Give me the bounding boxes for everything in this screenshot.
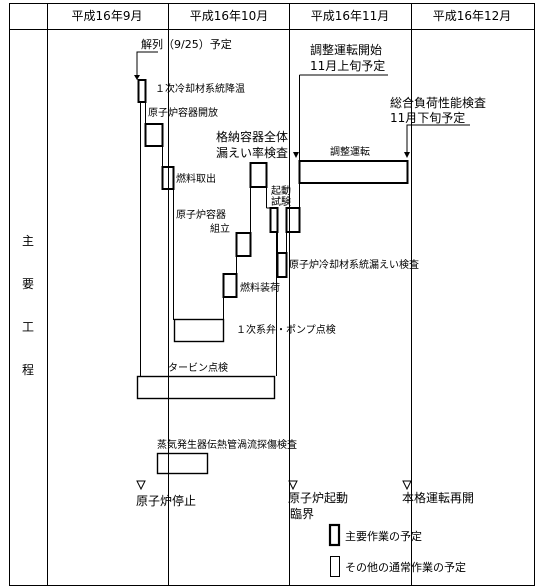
milestone-reactor-start-label-2: 臨界 (290, 507, 314, 521)
label-fuel-loading: 燃料装荷 (240, 281, 280, 294)
label-startup-test-1: 起動 (271, 184, 291, 197)
row-label-char-1: 主 (22, 234, 34, 248)
milestone-reactor-stop-icon (136, 480, 146, 491)
label-pump-check: １次系弁・ポンプ点検 (236, 323, 336, 336)
legend-main-swatch (328, 523, 341, 547)
label-containment-2: 漏えい率検査 (216, 145, 288, 160)
full-load-arrow-head (404, 152, 410, 158)
bar-containment-leak (249, 162, 268, 188)
bar-cooling-leak (276, 252, 288, 278)
legend-main-label: 主要作業の予定 (345, 529, 422, 543)
bar-sg-inspection (156, 452, 209, 475)
containment-arrow-head (293, 152, 299, 158)
full-load-pointer (406, 124, 470, 157)
label-cooling-leak: 原子炉冷却材系統漏えい検査 (289, 258, 419, 271)
label-parallel: 解列（9/25）予定 (141, 37, 232, 51)
milestone-reactor-stop-label: 原子炉停止 (136, 493, 196, 508)
label-full-load-1: 総合負荷性能検査 (390, 95, 486, 110)
label-containment-1: 格納容器全体 (216, 129, 288, 144)
label-vessel-assembly-2: 組立 (210, 222, 230, 235)
label-adjust-start-1: 調整運転開始 (310, 42, 382, 57)
legend-other-swatch (330, 556, 340, 577)
month-header-sep: 平成16年9月 (72, 9, 143, 23)
outer-frame (9, 3, 535, 586)
label-vessel-assembly-1: 原子炉容器 (176, 208, 226, 221)
milestone-reactor-start-label-1: 原子炉起動 (288, 491, 348, 505)
month-header-dec: 平成16年12月 (433, 9, 512, 23)
label-full-load-2: 11月下旬予定 (390, 110, 465, 125)
bar-startup-test (269, 207, 279, 233)
schedule-grid (9, 3, 535, 586)
label-adjust-start-2: 11月上旬予定 (310, 58, 385, 73)
milestone-reactor-start-icon (288, 480, 298, 491)
month-header-nov: 平成16年11月 (311, 9, 390, 23)
label-turbine-check: タービン点検 (168, 361, 228, 374)
label-cooling-down: １次冷却材系統降温 (155, 82, 245, 95)
bar-vessel-assembly (235, 232, 252, 257)
bar-cooling-down (137, 79, 147, 103)
month-header-oct: 平成16年10月 (190, 9, 269, 23)
bar-turbine-check (136, 375, 276, 400)
bar-reactor-start (285, 207, 301, 233)
label-adjust-run: 調整運転 (330, 145, 370, 158)
bar-fuel-removal (161, 166, 175, 190)
bar-vessel-open (144, 123, 164, 147)
parallel-arrow-line (136, 51, 158, 79)
parallel-arrow-head (134, 75, 140, 80)
label-startup-test-2: 試験 (271, 195, 291, 208)
label-sg-inspection: 蒸気発生器伝熱管渦流探傷検査 (157, 438, 297, 451)
bar-pump-check (173, 318, 225, 343)
row-label-char-3: 工 (22, 320, 34, 334)
milestone-resume-icon (402, 480, 412, 491)
milestone-resume-label: 本格運転再開 (402, 490, 474, 505)
row-label-char-4: 程 (22, 362, 34, 377)
bar-adjust-run (298, 160, 409, 184)
legend-other-label: その他の通常作業の予定 (345, 560, 466, 574)
row-label-char-2: 要 (22, 277, 34, 291)
label-vessel-open: 原子炉容器開放 (148, 106, 218, 119)
bar-fuel-loading (222, 273, 238, 298)
label-fuel-removal: 燃料取出 (176, 172, 216, 185)
